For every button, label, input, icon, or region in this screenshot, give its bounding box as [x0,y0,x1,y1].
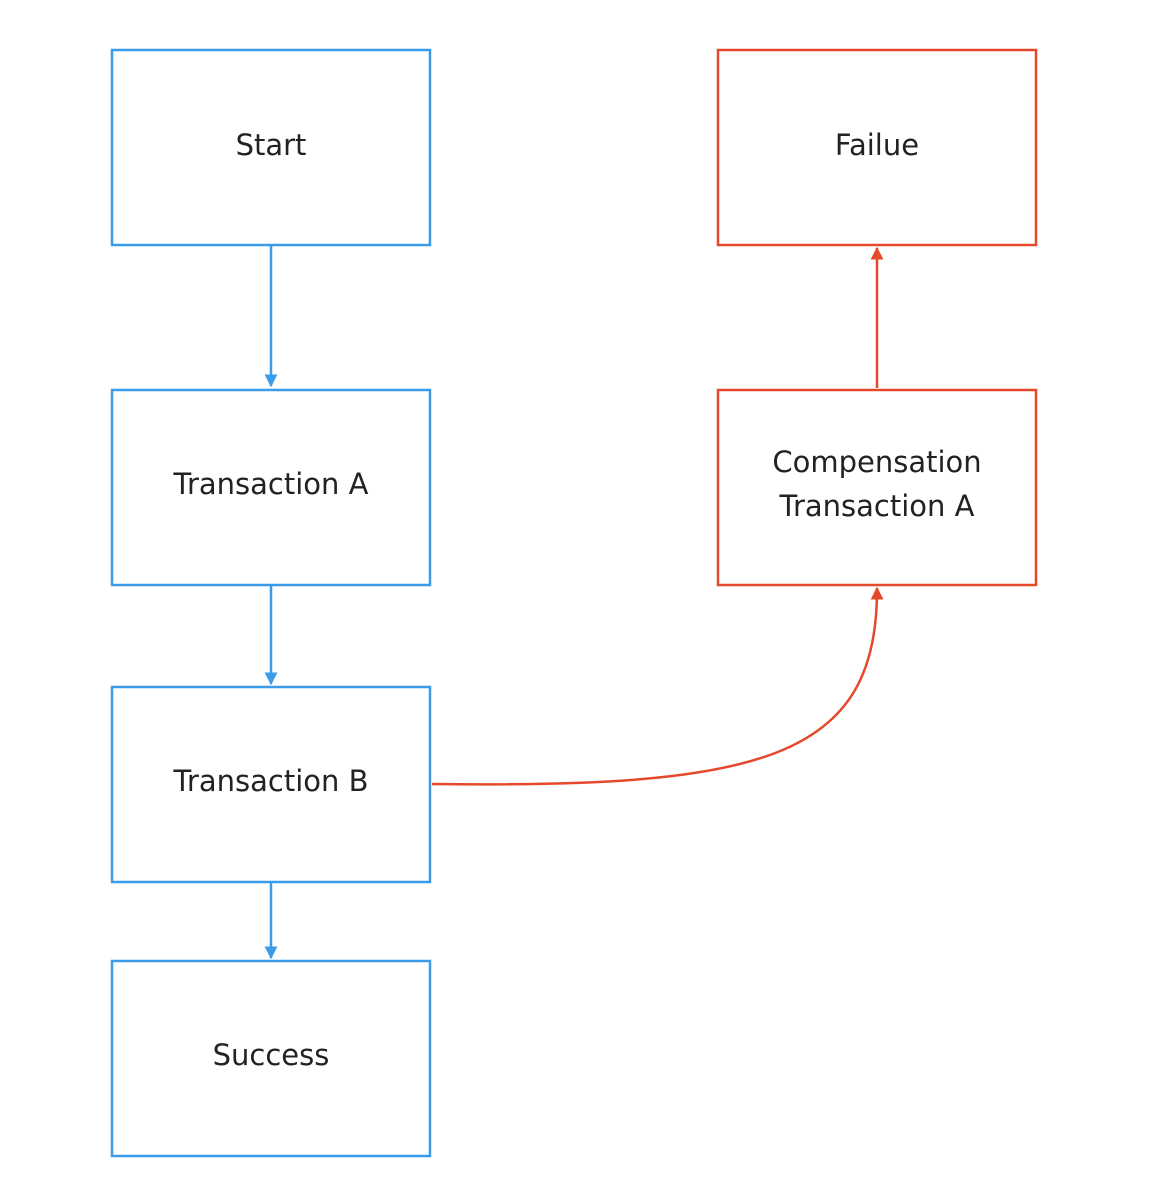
node-transaction-b-label: Transaction B [172,764,368,798]
node-success[interactable]: Success [110,959,432,1158]
node-compensation-label-line-2: Transaction A [779,489,975,523]
node-success-label: Success [213,1038,330,1072]
node-transaction-b[interactable]: Transaction B [110,685,432,884]
node-start-label: Start [236,128,307,162]
node-transaction-a-label: Transaction A [173,467,369,501]
node-compensation-transaction-a[interactable]: Compensation Transaction A [716,388,1038,587]
node-transaction-a[interactable]: Transaction A [110,388,432,587]
edge-transaction-b-to-compensation-a [431,586,884,786]
node-start[interactable]: Start [110,48,432,247]
node-failue[interactable]: Failue [716,48,1038,247]
node-compensation-label-line-1: Compensation [772,445,981,479]
node-failue-label: Failue [835,128,919,162]
